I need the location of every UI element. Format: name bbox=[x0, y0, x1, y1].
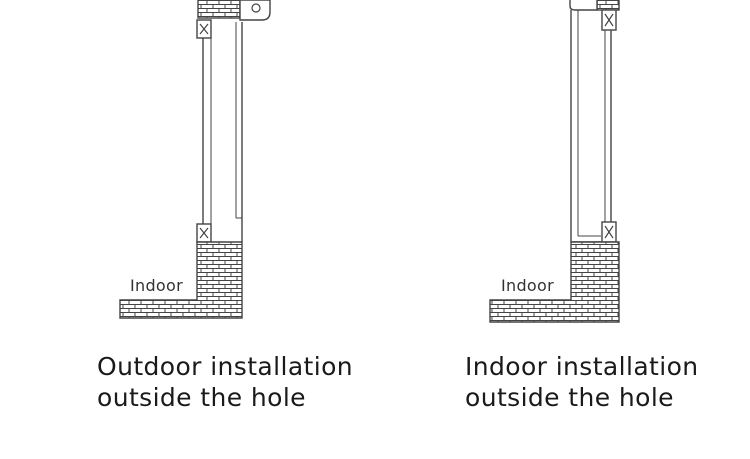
outdoor-installation-diagram: Indoor bbox=[0, 0, 375, 340]
indoor-label: Indoor bbox=[501, 276, 554, 295]
indoor-installation-drawing bbox=[489, 0, 620, 323]
indoor-label: Indoor bbox=[130, 276, 183, 295]
outdoor-installation-drawing bbox=[119, 0, 271, 319]
lower-wall bbox=[119, 241, 243, 319]
caption-line-2: outside the hole bbox=[97, 383, 306, 412]
upper-wall bbox=[596, 0, 620, 11]
upper-wall bbox=[197, 0, 241, 19]
caption-line-1: Indoor installation bbox=[465, 352, 699, 381]
caption-line-2: outside the hole bbox=[465, 383, 674, 412]
indoor-installation-diagram: Indoor bbox=[375, 0, 750, 340]
caption-line-1: Outdoor installation bbox=[97, 352, 354, 381]
lower-wall bbox=[489, 241, 620, 323]
bracket-bolt bbox=[251, 3, 261, 13]
indoor-installation-caption: Indoor installation outside the hole bbox=[465, 351, 699, 413]
top-bracket bbox=[569, 0, 598, 11]
outdoor-installation-caption: Outdoor installation outside the hole bbox=[97, 351, 353, 413]
